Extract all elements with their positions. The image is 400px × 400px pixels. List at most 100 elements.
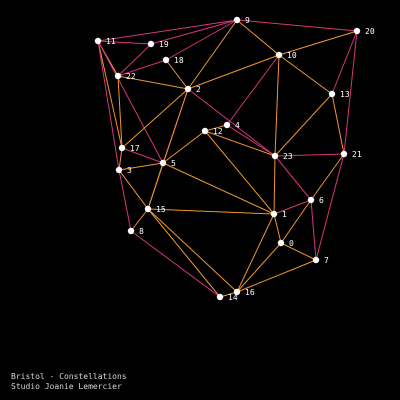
node-23 bbox=[271, 152, 279, 160]
edge-15-16 bbox=[147, 208, 238, 293]
node-14 bbox=[216, 293, 224, 301]
edge-3-5 bbox=[118, 162, 164, 171]
node-label-8: 8 bbox=[139, 227, 144, 236]
node-16 bbox=[233, 288, 241, 296]
edge-11-3 bbox=[97, 40, 120, 171]
edge-20-13 bbox=[331, 30, 358, 95]
node-12 bbox=[201, 127, 209, 135]
edge-11-9 bbox=[97, 19, 238, 42]
edges-layer bbox=[97, 19, 358, 298]
node-label-9: 9 bbox=[245, 16, 250, 25]
edge-12-1 bbox=[204, 130, 275, 215]
edge-23-1 bbox=[273, 155, 276, 215]
node-9 bbox=[233, 16, 241, 24]
node-8 bbox=[127, 227, 135, 235]
edge-0-7 bbox=[280, 242, 317, 261]
edge-9-10 bbox=[236, 19, 280, 56]
node-label-13: 13 bbox=[340, 90, 350, 99]
edge-12-23 bbox=[204, 130, 276, 157]
node-6 bbox=[307, 196, 315, 204]
edge-23-6 bbox=[274, 155, 312, 201]
node-label-7: 7 bbox=[324, 256, 329, 265]
node-label-1: 1 bbox=[282, 210, 287, 219]
edge-6-7 bbox=[310, 199, 317, 261]
node-label-21: 21 bbox=[352, 150, 362, 159]
node-10 bbox=[275, 51, 283, 59]
node-1 bbox=[270, 210, 278, 218]
edge-4-23 bbox=[226, 124, 276, 157]
node-label-16: 16 bbox=[245, 288, 255, 297]
node-label-17: 17 bbox=[130, 144, 140, 153]
edge-7-16 bbox=[236, 259, 317, 293]
caption-title: Bristol - Constellations bbox=[11, 372, 127, 381]
node-2 bbox=[184, 85, 192, 93]
edge-10-20 bbox=[278, 30, 358, 56]
caption: Bristol - Constellations Studio Joanie L… bbox=[11, 372, 127, 392]
node-label-11: 11 bbox=[106, 37, 116, 46]
edge-3-8 bbox=[118, 169, 132, 232]
node-7 bbox=[312, 256, 320, 264]
edge-1-6 bbox=[273, 199, 312, 215]
edge-20-21 bbox=[343, 30, 358, 155]
edge-12-5 bbox=[162, 130, 206, 164]
edge-10-2 bbox=[187, 54, 280, 90]
edge-13-23 bbox=[274, 93, 333, 157]
edge-10-4 bbox=[226, 54, 280, 126]
node-18 bbox=[162, 56, 170, 64]
edge-5-1 bbox=[162, 162, 275, 215]
node-label-4: 4 bbox=[235, 121, 240, 130]
edge-10-13 bbox=[278, 54, 333, 95]
edge-11-17 bbox=[97, 40, 123, 149]
edge-1-16 bbox=[236, 213, 275, 293]
node-3 bbox=[115, 166, 123, 174]
node-label-2: 2 bbox=[196, 85, 201, 94]
caption-author: Studio Joanie Lemercier bbox=[11, 382, 122, 391]
node-19 bbox=[147, 40, 155, 48]
node-label-20: 20 bbox=[365, 27, 375, 36]
edge-17-3 bbox=[118, 147, 123, 171]
edge-21-6 bbox=[310, 153, 345, 201]
node-11 bbox=[94, 37, 102, 45]
edge-21-7 bbox=[315, 153, 345, 261]
edge-18-9 bbox=[165, 19, 238, 61]
edge-2-17 bbox=[121, 88, 189, 149]
node-15 bbox=[144, 205, 152, 213]
node-0 bbox=[277, 239, 285, 247]
edge-22-2 bbox=[117, 75, 189, 90]
edge-18-2 bbox=[165, 59, 189, 90]
edge-6-0 bbox=[280, 199, 312, 244]
edge-3-15 bbox=[118, 169, 149, 210]
edge-11-19 bbox=[97, 40, 152, 45]
nodes-layer bbox=[94, 16, 361, 301]
node-17 bbox=[118, 144, 126, 152]
edge-8-14 bbox=[130, 230, 221, 298]
edge-19-22 bbox=[117, 43, 152, 77]
node-label-10: 10 bbox=[287, 51, 297, 60]
edge-5-15 bbox=[147, 162, 164, 210]
edge-10-23 bbox=[274, 54, 280, 157]
edge-15-14 bbox=[147, 208, 221, 298]
edge-12-4 bbox=[204, 124, 228, 132]
edge-9-2 bbox=[187, 19, 238, 90]
node-5 bbox=[159, 159, 167, 167]
node-label-19: 19 bbox=[159, 40, 169, 49]
node-4 bbox=[223, 121, 231, 129]
node-label-3: 3 bbox=[127, 166, 132, 175]
edge-1-0 bbox=[273, 213, 282, 244]
node-label-0: 0 bbox=[289, 239, 294, 248]
node-13 bbox=[328, 90, 336, 98]
edge-22-18 bbox=[117, 59, 167, 77]
node-label-22: 22 bbox=[126, 72, 136, 81]
edge-23-21 bbox=[274, 153, 345, 157]
node-20 bbox=[353, 27, 361, 35]
edge-17-5 bbox=[121, 147, 164, 164]
edge-15-1 bbox=[147, 208, 275, 215]
node-label-12: 12 bbox=[213, 127, 223, 136]
edge-2-23 bbox=[187, 88, 276, 157]
edge-13-21 bbox=[331, 93, 345, 155]
node-label-15: 15 bbox=[156, 205, 166, 214]
node-21 bbox=[340, 150, 348, 158]
edge-9-20 bbox=[236, 19, 358, 32]
